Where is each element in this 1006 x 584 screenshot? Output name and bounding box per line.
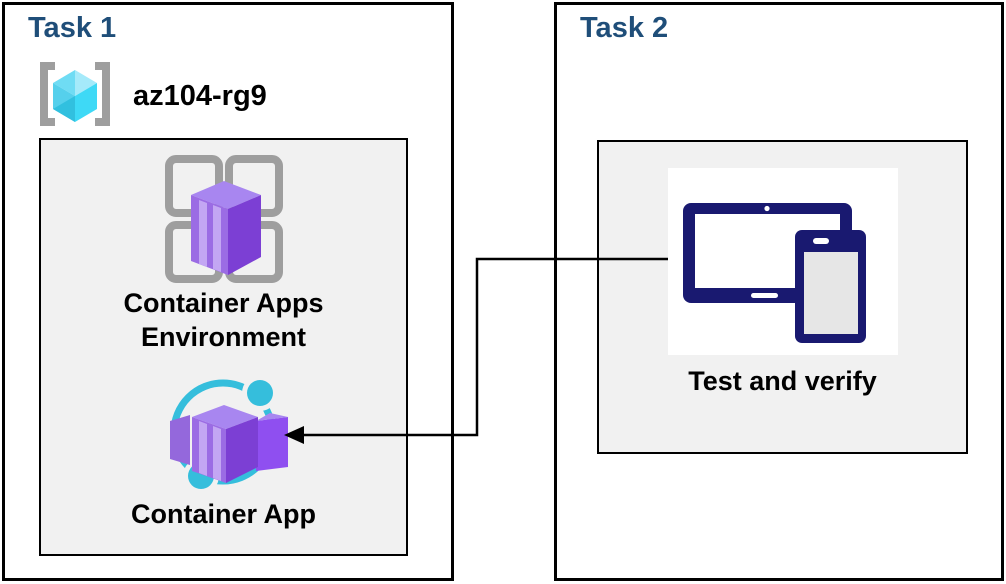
container-apps-environment-label: Container Apps Environment bbox=[123, 288, 324, 352]
task1-title: Task 1 bbox=[28, 12, 117, 44]
test-and-verify-label: Test and verify bbox=[688, 366, 877, 396]
device-icon-plate bbox=[668, 168, 898, 355]
container-apps-environment-icon bbox=[165, 155, 283, 283]
resource-group-name: az104-rg9 bbox=[133, 80, 267, 112]
container-app-icon bbox=[170, 375, 288, 491]
tablet-and-phone-icon bbox=[683, 203, 866, 343]
resource-group-icon bbox=[40, 62, 110, 126]
task2-title: Task 2 bbox=[580, 12, 669, 44]
container-app-label: Container App bbox=[131, 499, 316, 529]
